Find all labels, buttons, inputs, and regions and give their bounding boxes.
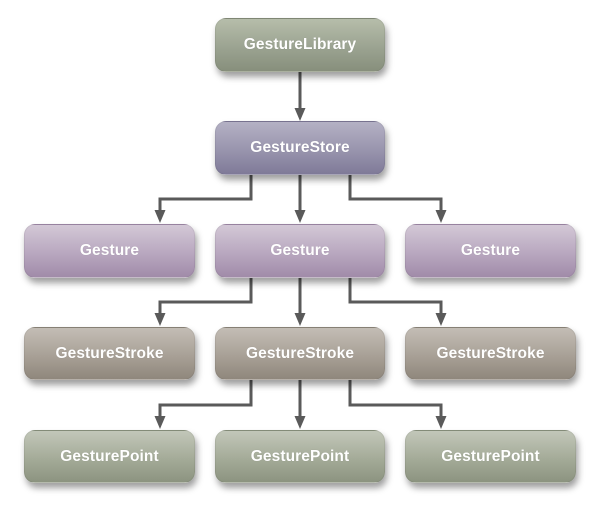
node-gesture-stroke-1[interactable]: GestureStroke <box>24 327 195 380</box>
node-gesture-3[interactable]: Gesture <box>405 224 576 278</box>
node-gesture-store[interactable]: GestureStore <box>215 121 385 175</box>
edge-gesture-2-to-stroke-2 <box>294 278 306 326</box>
node-label: GesturePoint <box>441 447 540 465</box>
node-label: GestureLibrary <box>243 36 357 53</box>
edge-store-to-gesture-2 <box>294 175 306 223</box>
edge-stroke-2-to-point-1 <box>154 380 253 429</box>
node-gesture-point-2[interactable]: GesturePoint <box>215 430 385 483</box>
node-label: GesturePoint <box>60 447 159 465</box>
edge-gesture-2-to-stroke-3 <box>348 278 447 326</box>
node-label: GesturePoint <box>250 447 350 465</box>
node-gesture-2[interactable]: Gesture <box>215 224 385 278</box>
edge-store-to-gesture-1 <box>154 175 253 223</box>
node-label: GestureStore <box>250 139 350 156</box>
node-label: GestureStroke <box>245 344 355 362</box>
edge-gesture-2-to-stroke-1 <box>154 278 253 326</box>
node-gesture-point-1[interactable]: GesturePoint <box>24 430 195 483</box>
node-gesture-point-3[interactable]: GesturePoint <box>405 430 576 483</box>
edge-library-to-store <box>294 72 306 121</box>
edge-store-to-gesture-3 <box>348 175 447 223</box>
edge-stroke-2-to-point-2 <box>294 380 306 429</box>
edge-stroke-2-to-point-3 <box>348 380 447 429</box>
node-label: Gesture <box>460 242 521 259</box>
node-gesture-1[interactable]: Gesture <box>24 224 195 278</box>
node-label: GestureStroke <box>436 344 545 362</box>
node-gesture-library[interactable]: GestureLibrary <box>215 18 385 72</box>
node-label: Gesture <box>270 242 330 259</box>
node-gesture-stroke-3[interactable]: GestureStroke <box>405 327 576 380</box>
node-gesture-stroke-2[interactable]: GestureStroke <box>215 327 385 380</box>
node-label: GestureStroke <box>55 344 164 362</box>
node-label: Gesture <box>79 242 140 259</box>
